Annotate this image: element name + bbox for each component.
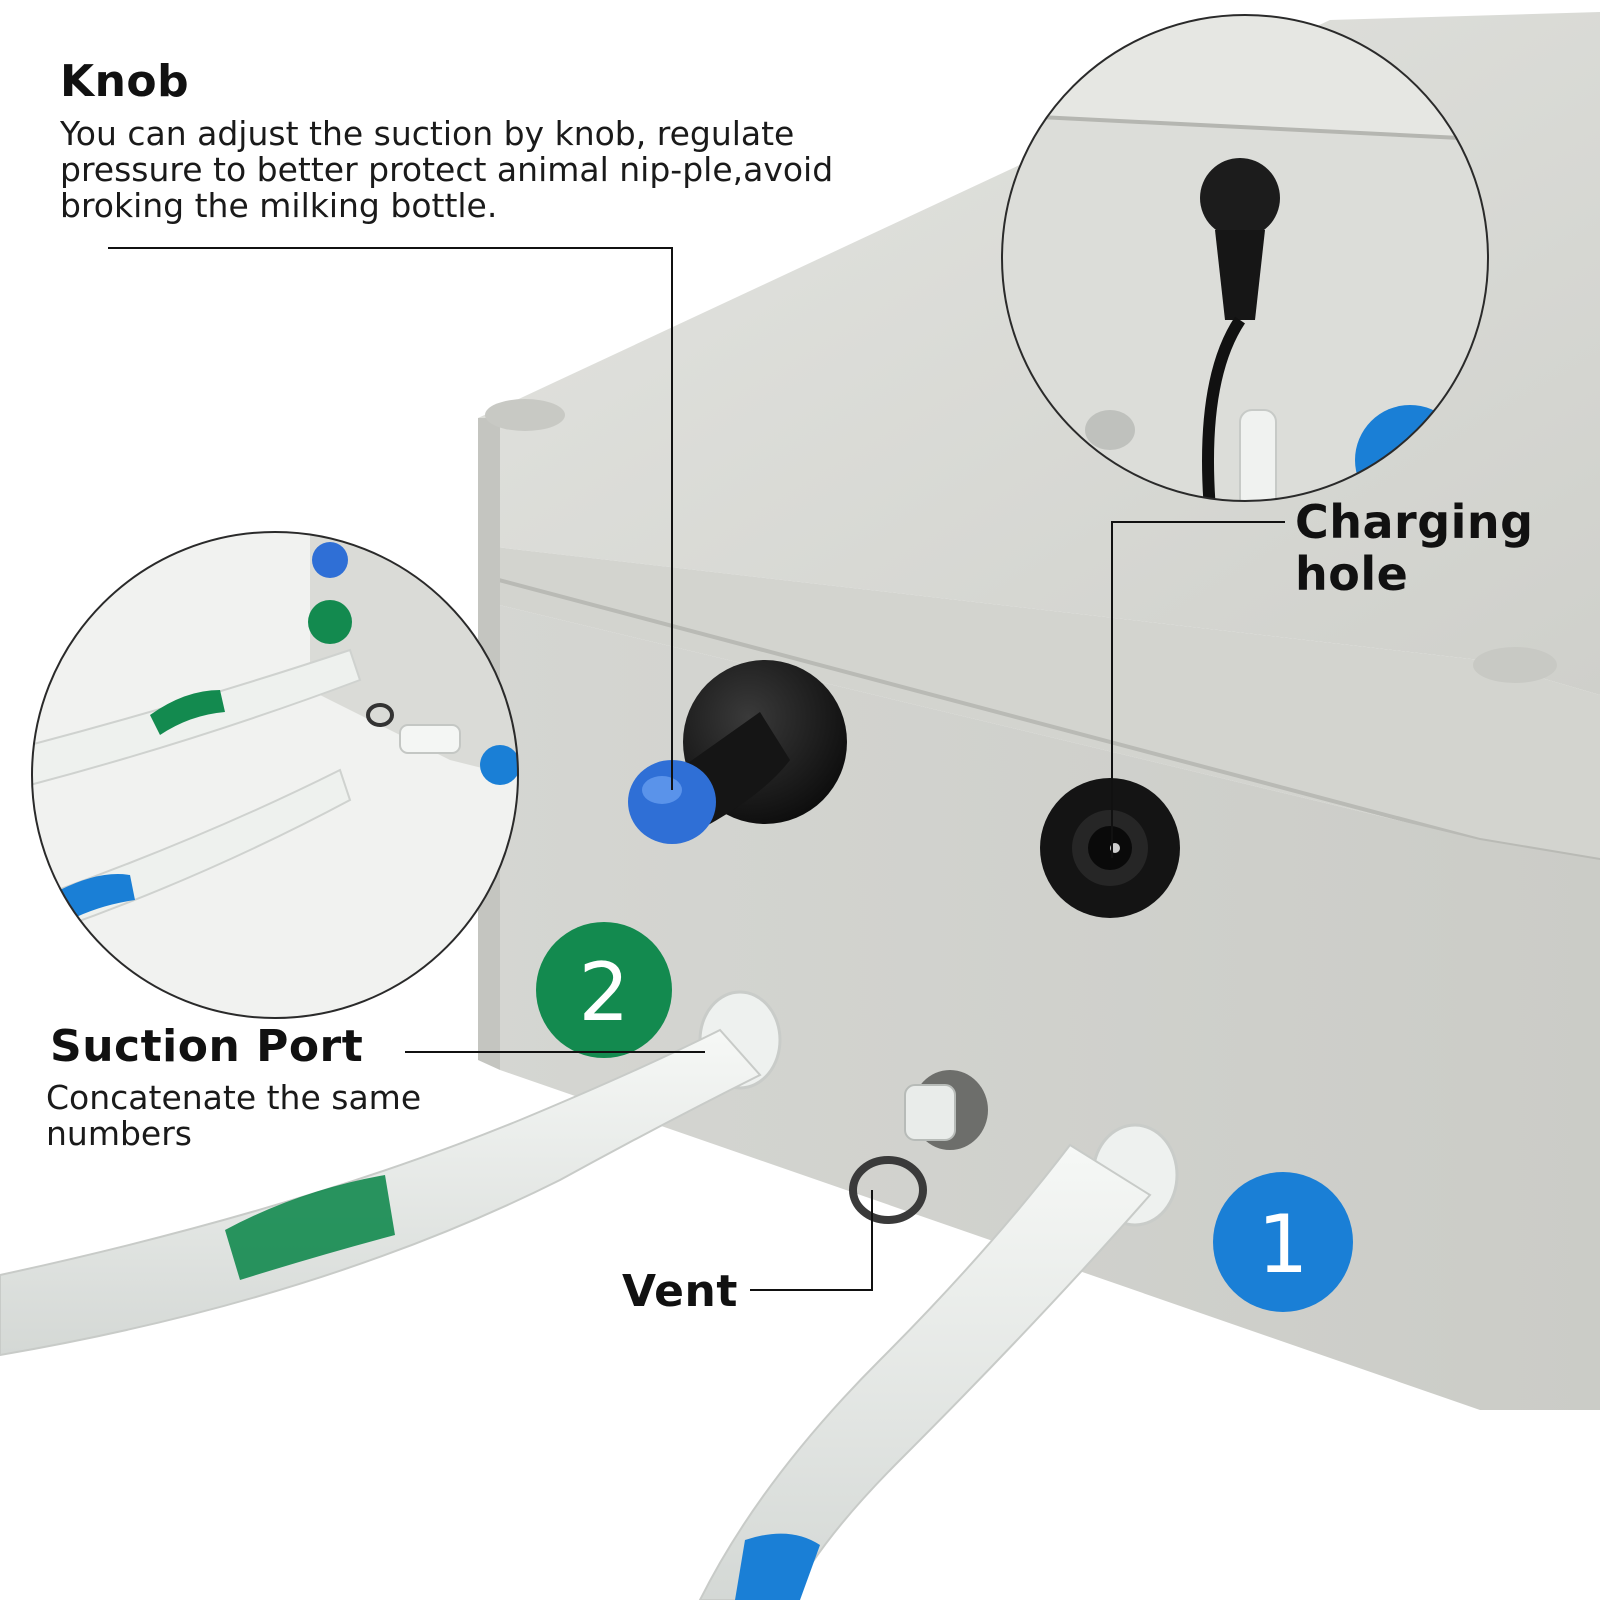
- tube-fitting-icon-2: [698, 1123, 1179, 1600]
- callout-lines: [108, 247, 1285, 1291]
- port-1-badge: 1: [1213, 1172, 1353, 1312]
- suction-port-description: Concatenate the same numbers: [46, 1078, 422, 1153]
- vent-title: Vent: [622, 1266, 738, 1317]
- dc-jack-icon[interactable]: [1040, 778, 1180, 918]
- inset-tubes-closeup: [32, 532, 518, 1018]
- housing-lid-front: [478, 545, 1600, 860]
- vent-callout-line: [750, 1190, 873, 1291]
- charging-hole-title: Charging hole: [1295, 495, 1534, 601]
- knob-title: Knob: [60, 56, 190, 107]
- port-1-number: 1: [1258, 1198, 1309, 1291]
- charging-callout-line: [1111, 521, 1285, 858]
- tube-fitting-icon: [0, 990, 782, 1357]
- knob-icon[interactable]: [628, 660, 847, 844]
- suction-port-title: Suction Port: [50, 1021, 364, 1072]
- port-2-number: 2: [579, 946, 630, 1039]
- knob-description: You can adjust the suction by knob, regu…: [60, 114, 834, 225]
- knob-callout-line: [108, 247, 673, 790]
- port-2-badge: 2: [536, 922, 672, 1058]
- vent-ring-icon: [849, 1070, 988, 1224]
